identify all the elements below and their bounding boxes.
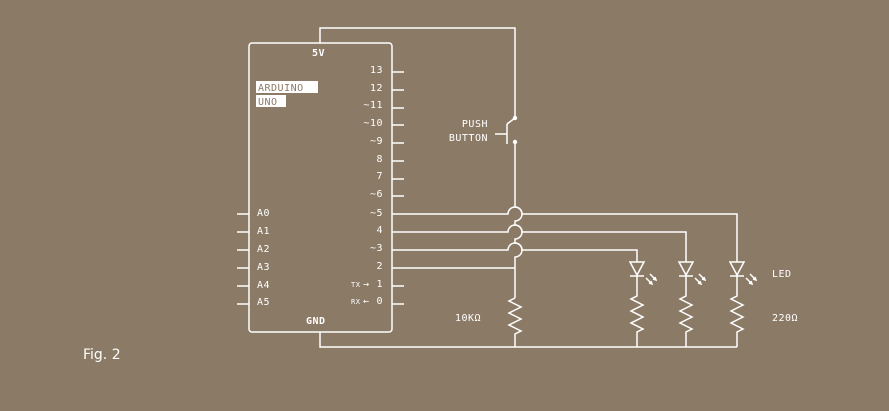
board-name-line1: ARDUINO [258,83,304,94]
pulldown-resistor [507,297,523,347]
board-name-highlight [256,81,318,93]
figure-caption: Fig. 2 [83,347,121,363]
push-button [495,115,518,145]
pin-label: 4 [376,225,383,236]
pin4-wire [392,224,687,262]
pin-label: 7 [376,171,383,182]
pin-label: ~3 [370,243,383,254]
analog-pin-stubs [237,213,249,305]
rx-label: RX [351,298,361,306]
led-3 [728,261,758,286]
pin-label: ~11 [363,100,383,111]
led-1 [628,261,658,286]
led-2-resistor [678,276,694,347]
push-button-label-line2: BUTTON [449,133,488,144]
pin-label: ~10 [363,118,383,129]
pin-label: 8 [376,154,383,165]
pin3-wire [392,242,638,262]
tx-arrow-icon: → [363,279,370,290]
pin-label: 12 [370,83,383,94]
pin-label: 13 [370,65,383,76]
pin5-wire [392,206,738,262]
led-2 [677,261,707,286]
analog-pin-label: A3 [257,262,270,273]
led-resistor-label: 220Ω [772,313,798,324]
ground-rail [319,332,737,348]
analog-pin-label: A2 [257,244,270,255]
supply-wire [319,27,516,118]
led-label: LED [772,269,792,280]
supply-label: 5V [312,48,325,59]
board-name-line2: UNO [258,97,278,108]
pin-label: ~6 [370,189,383,200]
button-node-wire [514,142,523,298]
digital-pin-labels: 13 12 ~11 ~10 ~9 8 7 ~6 ~5 4 ~3 2 TX → 1… [351,65,383,307]
pin-label: ~5 [370,208,383,219]
pulldown-resistor-label: 10KΩ [455,313,481,324]
analog-pin-label: A4 [257,280,270,291]
analog-pin-labels: A0 A1 A2 A3 A4 A5 [257,208,270,308]
led-1-resistor [629,276,645,347]
ground-label: GND [306,316,326,327]
analog-pin-label: A1 [257,226,270,237]
board-name-highlight [256,95,286,107]
pin-label: 1 [376,279,383,290]
digital-pin-stubs [392,71,404,305]
push-button-label-line1: PUSH [462,119,488,130]
board-name: ARDUINO UNO [256,81,318,108]
pin-label: ~9 [370,136,383,147]
pin-label: 2 [376,261,383,272]
analog-pin-label: A5 [257,297,270,308]
rx-arrow-icon: ← [363,296,370,307]
pin-label: 0 [376,296,383,307]
analog-pin-label: A0 [257,208,270,219]
led-3-resistor [729,276,745,347]
tx-label: TX [351,281,361,289]
